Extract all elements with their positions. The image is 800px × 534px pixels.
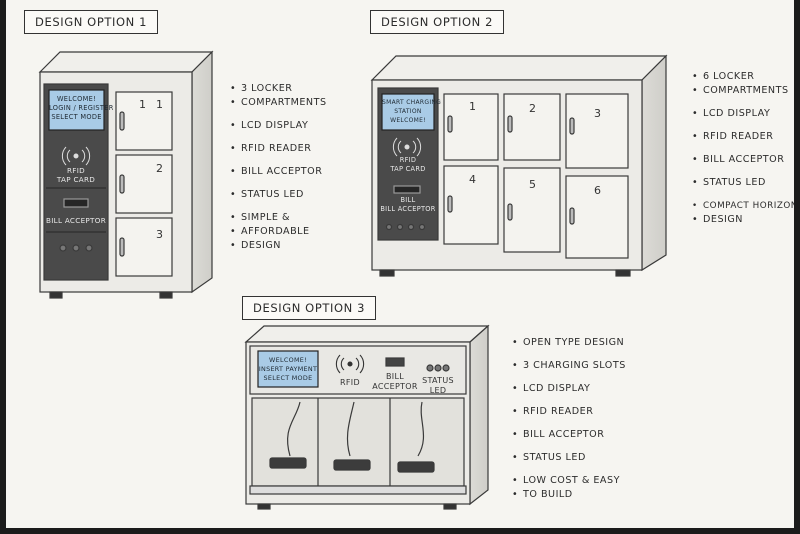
- option-3-rfid-icon: [335, 354, 365, 374]
- option-2-compartment: [565, 93, 629, 169]
- option-2-compartment: [565, 175, 629, 259]
- option-3-charging-slot: [333, 401, 371, 471]
- feature-item: RFID Reader: [230, 142, 327, 156]
- option-3-bill-slot: [385, 357, 405, 367]
- option-3-led: [442, 364, 450, 372]
- feature-item: Bill Acceptor: [230, 165, 327, 179]
- feature-item: 3 Locker: [230, 82, 327, 96]
- option-1-led: [72, 244, 80, 252]
- option-3-lcd-screen: [257, 350, 319, 388]
- option-1-cabinet: [38, 50, 214, 299]
- option-3-charging-slot: [397, 401, 435, 473]
- option-1-rfid-label: RFID Tap Card: [56, 166, 96, 184]
- option-3-feature-list: Open Type Design 3 Charging Slots LCD Di…: [512, 336, 626, 511]
- option-2-compartment: [503, 167, 561, 253]
- feature-item: Affordable: [230, 225, 327, 239]
- option-3-title: Design Option 3: [242, 296, 377, 320]
- feature-item: Status LED: [512, 451, 626, 465]
- option-1-led: [59, 244, 67, 252]
- option-1-compartment-number: 1: [156, 98, 163, 111]
- option-1-rfid-icon: [61, 146, 91, 166]
- option-3-led: [426, 364, 434, 372]
- option-1-feature-list: 3 Locker Compartments LCD Display RFID R…: [230, 82, 327, 262]
- option-2-compartment-number: 6: [594, 184, 601, 197]
- option-1-handle: [119, 111, 125, 131]
- option-1-compartment-number: 2: [156, 162, 163, 175]
- option-2-compartment: [443, 165, 499, 245]
- option-1-handle: [119, 237, 125, 257]
- option-3-bill-label: Bill Acceptor: [372, 372, 418, 391]
- frame-edge-left: [0, 0, 6, 534]
- option-1-bill-label: Bill Acceptor: [46, 216, 106, 225]
- option-2-led: [418, 223, 426, 231]
- option-2-compartment-number: 1: [469, 100, 476, 113]
- feature-item: Simple &: [230, 211, 327, 225]
- option-1-compartment-number: 3: [156, 228, 163, 241]
- feature-item: LCD Display: [692, 107, 796, 121]
- option-2-compartment: [443, 93, 499, 161]
- feature-item: Design: [230, 239, 327, 253]
- option-2-rfid-icon: [392, 137, 422, 157]
- frame-edge-right: [794, 0, 800, 534]
- feature-item: LCD Display: [512, 382, 626, 396]
- feature-item: 3 Charging Slots: [512, 359, 626, 373]
- option-3-screen-text: Welcome! Insert Payment Select Mode: [258, 356, 318, 382]
- option-1-screen-text: Welcome! Login / Register Select Mode: [49, 95, 114, 121]
- option-2-cabinet: [370, 54, 668, 277]
- feature-item: RFID Reader: [512, 405, 626, 419]
- option-3-cabinet: [244, 324, 490, 510]
- option-2-bill-label: Bill Bill Acceptor: [380, 196, 436, 213]
- option-1-compartment: [115, 217, 173, 277]
- feature-item: Compartments: [692, 84, 796, 98]
- feature-item: to Build: [512, 488, 626, 502]
- option-1-compartment-number: 1: [139, 98, 146, 111]
- option-2-title: Design Option 2: [370, 10, 505, 34]
- option-1-lcd-screen: [48, 89, 105, 131]
- feature-item: Low Cost & Easy: [512, 474, 626, 488]
- option-2-led: [396, 223, 404, 231]
- feature-item: 6 Locker: [692, 70, 796, 84]
- option-2-led: [385, 223, 393, 231]
- frame-edge-bottom: [0, 528, 800, 534]
- feature-item: Bill Acceptor: [692, 153, 796, 167]
- feature-item: Open Type Design: [512, 336, 626, 350]
- option-3-led: [434, 364, 442, 372]
- option-2-lcd-screen: [381, 93, 435, 131]
- option-2-rfid-label: RFID Tap Card: [390, 156, 426, 173]
- option-1-handle: [119, 174, 125, 194]
- option-3-led-label: Status LED: [422, 376, 454, 395]
- option-2-compartment-number: 4: [469, 173, 476, 186]
- option-3-rfid-label: RFID: [340, 378, 360, 387]
- option-2-compartment: [503, 93, 561, 161]
- feature-item: Bill Acceptor: [512, 428, 626, 442]
- feature-item: LCD Display: [230, 119, 327, 133]
- option-1-compartment: [115, 91, 173, 151]
- feature-item: Status LED: [692, 176, 796, 190]
- option-2-compartment-number: 2: [529, 102, 536, 115]
- option-3-charging-slot: [269, 401, 307, 469]
- option-2-compartment-number: 5: [529, 178, 536, 191]
- option-2-bill-slot: [393, 185, 421, 194]
- feature-item: RFID Reader: [692, 130, 796, 144]
- option-2-screen-text: Smart Charging Station Welcome!: [382, 99, 442, 124]
- option-1-led: [85, 244, 93, 252]
- option-1-compartment: [115, 154, 173, 214]
- feature-item: Design: [692, 213, 796, 227]
- option-2-compartment-number: 3: [594, 107, 601, 120]
- option-2-feature-list: 6 Locker Compartments LCD Display RFID R…: [692, 70, 800, 236]
- option-2-led: [407, 223, 415, 231]
- option-1-bill-slot: [63, 198, 89, 208]
- option-1-title: Design Option 1: [24, 10, 159, 34]
- feature-item: Compartments: [230, 96, 327, 110]
- feature-item: Compact Horizontal: [692, 199, 800, 213]
- feature-item: Status LED: [230, 188, 327, 202]
